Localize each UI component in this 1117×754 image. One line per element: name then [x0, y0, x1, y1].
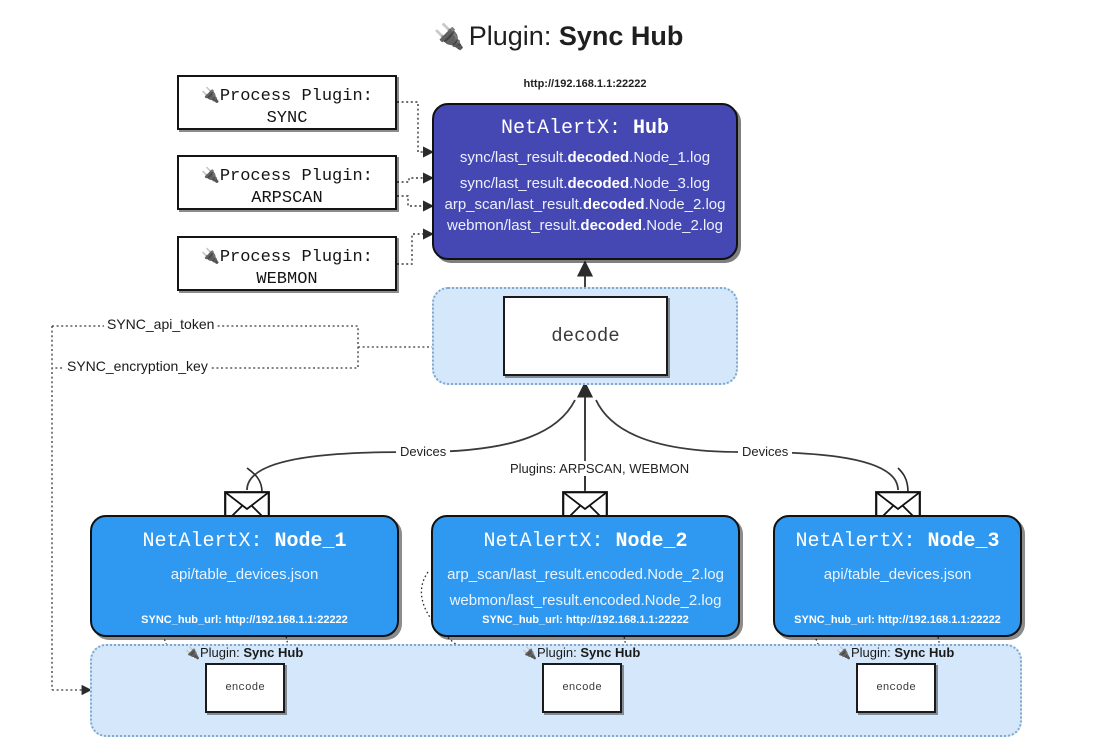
node-box-node-1[interactable]: NetAlertX: Node_1 api/table_devices.json…: [90, 515, 399, 637]
node-hub-url: SYNC_hub_url: http://192.168.1.1:22222: [794, 614, 1001, 626]
title-prefix: Plugin:: [468, 21, 552, 51]
node-path: arp_scan/last_result.encoded.Node_2.log: [447, 566, 724, 583]
hub-log-2: sync/last_result.decoded.Node_3.log: [459, 175, 711, 192]
node-title: NetAlertX: Node_2: [433, 530, 738, 553]
hub-title: NetAlertX: Hub: [434, 117, 736, 140]
process-plugin-name: WEBMON: [256, 270, 318, 289]
encode-box-1[interactable]: encode: [205, 663, 285, 713]
process-plugin-box-webmon[interactable]: 🔌Process Plugin: WEBMON: [177, 236, 397, 291]
node-title: NetAlertX: Node_3: [775, 530, 1020, 553]
process-plugin-box-arpscan[interactable]: 🔌Process Plugin: ARPSCAN: [177, 155, 397, 210]
hub-name: Hub: [633, 117, 670, 140]
node-app: NetAlertX:: [483, 530, 604, 553]
node-app: NetAlertX:: [142, 530, 263, 553]
node-hub-url: SYNC_hub_url: http://192.168.1.1:22222: [482, 614, 689, 626]
process-plugin-label: Process Plugin:: [219, 87, 373, 106]
edge-label-devices-right: Devices: [738, 444, 793, 459]
encode-box-2[interactable]: encode: [542, 663, 622, 713]
sync-encryption-key-label: SYNC_encryption_key: [64, 358, 211, 374]
plug-icon: 🔌: [522, 646, 537, 660]
plug-icon: 🔌: [836, 646, 851, 660]
hub-box[interactable]: NetAlertX: Hub sync/last_result.decoded.…: [432, 103, 738, 260]
hub-log-3: arp_scan/last_result.decoded.Node_2.log: [444, 196, 726, 213]
node-name: Node_1: [274, 530, 347, 553]
encoder-plugin-label-1: 🔌Plugin: Sync Hub: [185, 645, 304, 660]
node-box-node-2[interactable]: NetAlertX: Node_2 arp_scan/last_result.e…: [431, 515, 740, 637]
encoder-plugin-label-3: 🔌Plugin: Sync Hub: [836, 645, 955, 660]
encode-box-3[interactable]: encode: [856, 663, 936, 713]
encode-label: encode: [876, 682, 916, 694]
sync-api-token-label: SYNC_api_token: [104, 316, 218, 332]
node-path: webmon/last_result.encoded.Node_2.log: [449, 592, 722, 609]
plug-icon: 🔌: [185, 646, 200, 660]
process-plugin-label: Process Plugin:: [219, 248, 373, 267]
node-path: api/table_devices.json: [170, 566, 319, 583]
plug-icon: 🔌: [201, 168, 220, 185]
encoder-plugin-label-2: 🔌Plugin: Sync Hub: [522, 645, 641, 660]
encode-label: encode: [562, 682, 602, 694]
edge-label-devices-left: Devices: [396, 444, 451, 459]
encode-label: encode: [225, 682, 265, 694]
decode-box[interactable]: decode: [503, 296, 668, 376]
plug-icon: 🔌: [201, 249, 220, 266]
process-plugin-name: SYNC: [266, 109, 308, 128]
page-title: 🔌Plugin: Sync Hub: [0, 16, 1117, 57]
node-name: Node_3: [927, 530, 1000, 553]
hub-log-4: webmon/last_result.decoded.Node_2.log: [447, 217, 723, 234]
decode-label: decode: [551, 325, 620, 347]
process-plugin-label: Process Plugin:: [219, 167, 373, 186]
hub-log-1: sync/last_result.decoded.Node_1.log: [459, 149, 711, 166]
node-hub-url: SYNC_hub_url: http://192.168.1.1:22222: [141, 614, 348, 626]
title-name: Sync Hub: [558, 21, 684, 51]
edge-label-plugins-center: Plugins: ARPSCAN, WEBMON: [506, 461, 694, 476]
node-title: NetAlertX: Node_1: [92, 530, 397, 553]
node-app: NetAlertX:: [795, 530, 916, 553]
plug-icon: 🔌: [433, 23, 465, 51]
node-name: Node_2: [615, 530, 688, 553]
node-path: api/table_devices.json: [823, 566, 972, 583]
hub-url-label: http://192.168.1.1:22222: [523, 78, 647, 90]
plug-icon: 🔌: [201, 88, 220, 105]
process-plugin-name: ARPSCAN: [251, 189, 323, 208]
hub-app: NetAlertX:: [500, 117, 621, 140]
process-plugin-box-sync[interactable]: 🔌Process Plugin: SYNC: [177, 75, 397, 130]
node-box-node-3[interactable]: NetAlertX: Node_3 api/table_devices.json…: [773, 515, 1022, 637]
